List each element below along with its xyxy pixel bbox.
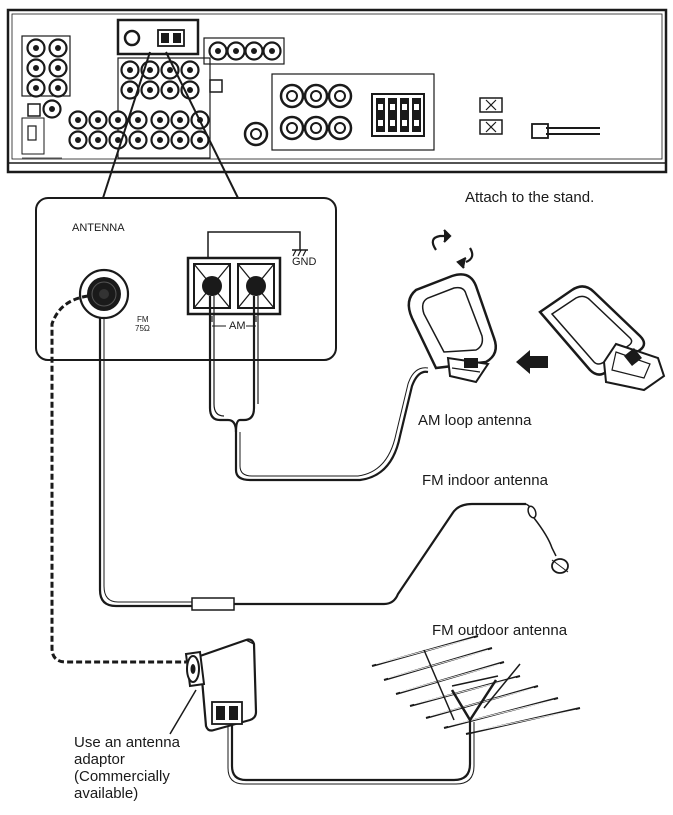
fm-indoor-antenna	[98, 318, 569, 611]
am-loop-antenna-label: AM loop antenna	[418, 412, 532, 429]
adaptor-pointer	[169, 689, 197, 735]
adaptor-line-3: (Commercially	[74, 768, 170, 785]
loop-antenna-stand	[538, 285, 666, 392]
am-antenna-cable	[208, 296, 429, 482]
fm-indoor-antenna-label: FM indoor antenna	[422, 472, 548, 489]
antenna-terminal-callout	[35, 51, 337, 361]
fm-impedance-label: 75Ω	[135, 324, 150, 333]
fm-outdoor-antenna-label: FM outdoor antenna	[432, 622, 568, 639]
antenna-label: ANTENNA	[72, 222, 125, 234]
fm-label: FM	[137, 315, 149, 324]
assembly-arrow	[516, 350, 548, 374]
am-terminals	[186, 231, 308, 327]
antenna-adaptor-label: Use an antenna adaptor (Commercially ava…	[74, 734, 224, 802]
receiver-rear-panel	[6, 8, 668, 174]
fm-outdoor-coax-dashed	[50, 294, 186, 664]
attach-to-stand-label: Attach to the stand.	[465, 189, 595, 206]
am-loop-antenna	[407, 273, 497, 384]
adaptor-line-2: adaptor	[74, 751, 125, 768]
am-label: AM	[229, 320, 246, 332]
rotate-arrows	[431, 229, 474, 269]
gnd-label: GND	[292, 256, 317, 268]
adaptor-line-4: available)	[74, 785, 139, 802]
antenna-adaptor	[184, 638, 258, 732]
fm-outdoor-antenna	[227, 635, 581, 785]
fm-75-ohm-jack	[78, 268, 130, 320]
adaptor-line-1: Use an antenna	[74, 734, 180, 751]
